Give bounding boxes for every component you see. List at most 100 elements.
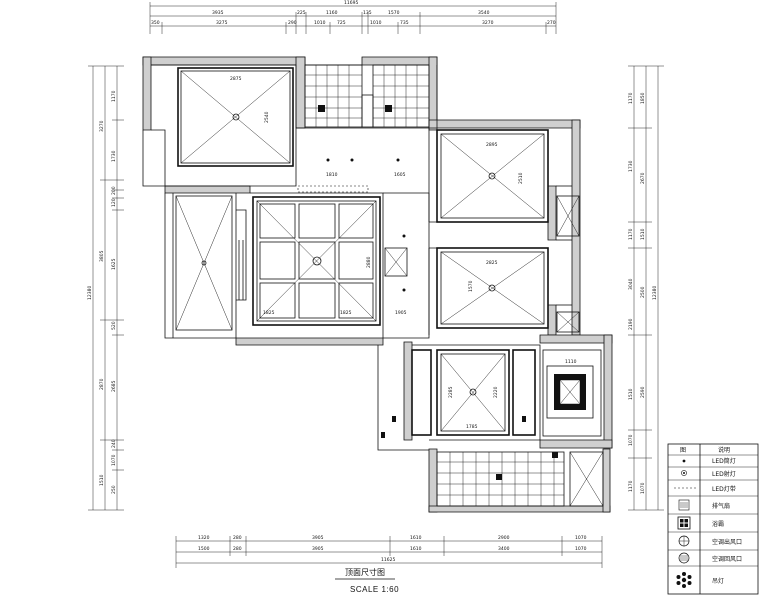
svg-text:2220: 2220 bbox=[493, 386, 499, 398]
right-dim-4: 2500 bbox=[640, 286, 646, 298]
bottom-dim-r2-2: 280 bbox=[233, 546, 242, 552]
right-inner-2: 1730 bbox=[628, 160, 634, 172]
top-dim-r3-5: 725 bbox=[337, 20, 346, 26]
spot-light-icon bbox=[396, 158, 400, 162]
spot-light-icon bbox=[402, 288, 406, 292]
ceiling-light-icon bbox=[201, 260, 207, 266]
top-dim-r3-6: 1010 bbox=[370, 20, 382, 26]
right-dim-2: 2670 bbox=[640, 172, 646, 184]
legend-table: 图 说明 LED筒灯 LED射灯 LED灯带 排气扇 bbox=[667, 443, 759, 595]
svg-text:2825: 2825 bbox=[486, 260, 498, 266]
chandelier-icon bbox=[488, 172, 496, 180]
bottom-dim-r2-4: 1610 bbox=[410, 546, 422, 552]
left-inner-1: 1170 bbox=[111, 90, 117, 102]
spot-light-icon bbox=[350, 158, 354, 162]
exterior-walls bbox=[142, 56, 613, 513]
ceiling-light-icon bbox=[682, 459, 686, 463]
legend-item-3: LED灯带 bbox=[712, 485, 736, 493]
top-dim-1: 3935 bbox=[212, 10, 224, 16]
svg-text:2880: 2880 bbox=[366, 256, 372, 268]
svg-text:1810: 1810 bbox=[326, 172, 338, 178]
exhaust-fan-icon-2 bbox=[385, 105, 392, 112]
right-inner-3: 1170 bbox=[628, 228, 634, 240]
bottom-dim-4: 1610 bbox=[410, 535, 422, 541]
right-inner-5: 2190 bbox=[628, 318, 634, 330]
legend-item-7: 空调回风口 bbox=[712, 555, 742, 563]
scale-label: SCALE 1:60 bbox=[350, 585, 399, 594]
left-inner-5: 1625 bbox=[111, 258, 117, 270]
left-inner-10: 250 bbox=[111, 485, 117, 494]
svg-text:2540: 2540 bbox=[264, 111, 270, 123]
bottom-overall-dim: 11625 bbox=[381, 557, 395, 563]
svg-text:1905: 1905 bbox=[395, 310, 407, 316]
vent-icon bbox=[678, 535, 690, 547]
room-bathroom-right: 1110 bbox=[542, 349, 602, 437]
bottom-dim-5: 2900 bbox=[498, 535, 510, 541]
exhaust-fan-icon bbox=[496, 474, 502, 480]
chandelier-icon bbox=[312, 256, 322, 266]
top-dim-2: 225 bbox=[297, 10, 306, 16]
left-inner-7: 2685 bbox=[111, 380, 117, 392]
room-kitchen bbox=[304, 64, 430, 128]
right-dim-3: 1510 bbox=[640, 228, 646, 240]
bottom-dim-r2-3: 3905 bbox=[312, 546, 324, 552]
svg-text:1110: 1110 bbox=[565, 359, 577, 365]
top-dim-r3-7: 735 bbox=[400, 20, 409, 26]
right-overall-dim: 12380 bbox=[652, 286, 658, 300]
top-dim-r3-3: 290 bbox=[288, 20, 297, 26]
svg-text:2895: 2895 bbox=[486, 142, 498, 148]
legend-item-2: LED射灯 bbox=[712, 470, 736, 478]
corridor: 1810 1605 bbox=[297, 158, 406, 193]
left-dim-2: 3805 bbox=[99, 250, 105, 262]
right-dim-1: 1850 bbox=[640, 92, 646, 104]
legend-item-6: 空调出风口 bbox=[712, 538, 742, 546]
bottom-dim-6: 1070 bbox=[575, 535, 587, 541]
svg-text:2285: 2285 bbox=[448, 386, 454, 398]
chandelier-icon bbox=[676, 572, 692, 588]
room-bedroom-top-right: 2895 2510 bbox=[436, 129, 580, 237]
bottom-dim-r2-1: 1500 bbox=[198, 546, 210, 552]
spot-light-icon bbox=[402, 234, 406, 238]
top-overall-dim: 11695 bbox=[344, 0, 358, 6]
legend-header-symbol: 图 bbox=[680, 447, 686, 454]
plan-title: 顶面尺寸图 bbox=[345, 567, 385, 577]
bottom-dim-r2-5: 3400 bbox=[498, 546, 510, 552]
bottom-dim-r2-6: 1070 bbox=[575, 546, 587, 552]
room-bedroom-top-left: 2875 2540 bbox=[177, 67, 294, 167]
bath-heater-icon bbox=[677, 516, 691, 530]
chandelier-icon bbox=[469, 388, 477, 396]
svg-text:1825: 1825 bbox=[263, 310, 275, 316]
down-light-icon bbox=[681, 470, 687, 476]
svg-text:1825: 1825 bbox=[340, 310, 352, 316]
top-dim-r3-1: 350 bbox=[151, 20, 160, 26]
top-dim-4: 135 bbox=[363, 10, 372, 16]
left-overall-dim: 12380 bbox=[87, 286, 93, 300]
left-inner-2: 1730 bbox=[111, 150, 117, 162]
right-inner-1: 1170 bbox=[628, 92, 634, 104]
top-dim-r3-2: 3275 bbox=[216, 20, 228, 26]
top-dimension-lines: 11695 3935 225 1160 135 1570 3540 350 32… bbox=[149, 0, 557, 34]
left-inner-8: 240 bbox=[111, 439, 117, 448]
left-inner-4: 120 bbox=[111, 198, 117, 207]
bottom-dim-1: 1320 bbox=[198, 535, 210, 541]
room-bedroom-middle-right: 2825 1570 bbox=[436, 247, 580, 333]
top-dim-5: 1570 bbox=[388, 10, 400, 16]
top-dim-r3-4: 1010 bbox=[314, 20, 326, 26]
room-bottom-balcony bbox=[436, 451, 604, 507]
left-dim-3: 2870 bbox=[99, 378, 105, 390]
right-inner-8: 1170 bbox=[628, 480, 634, 492]
svg-text:2510: 2510 bbox=[518, 172, 524, 184]
bottom-dim-3: 3905 bbox=[312, 535, 324, 541]
legend-item-5: 浴霸 bbox=[712, 520, 724, 528]
right-dimension-lines: 12380 1850 2670 1510 2500 2590 1070 1170… bbox=[628, 65, 664, 511]
spot-light-icon bbox=[326, 158, 330, 162]
chandelier-icon bbox=[232, 113, 240, 121]
plan-title-block: 顶面尺寸图 SCALE 1:60 bbox=[335, 567, 399, 594]
chandelier-icon bbox=[488, 284, 496, 292]
svg-text:1605: 1605 bbox=[394, 172, 406, 178]
top-dim-3: 1160 bbox=[326, 10, 338, 16]
left-dim-1: 3270 bbox=[99, 120, 105, 132]
bottom-dimension-lines: 1320 280 3905 1610 2900 1070 1500 280 39… bbox=[175, 535, 603, 568]
svg-text:2875: 2875 bbox=[230, 76, 242, 82]
right-inner-4: 3040 bbox=[628, 278, 634, 290]
